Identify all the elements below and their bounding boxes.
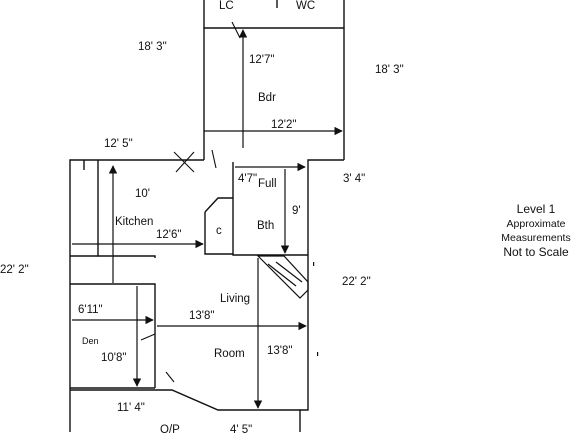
walls — [69, 0, 345, 432]
legend-measurements: Measurements — [501, 232, 571, 244]
label-full: Full — [258, 178, 277, 190]
dim-bottom-left: 11' 4" — [117, 402, 145, 414]
label-bth: Bth — [257, 220, 275, 232]
label-op: O/P — [160, 424, 180, 436]
dim-kitchen-depth: 10' — [135, 188, 150, 200]
dim-bdr-width: 12'2" — [271, 119, 297, 131]
label-room: Room — [214, 348, 245, 360]
dim-bottom-right: 4' 5" — [230, 424, 253, 436]
dim-bath-width: 4'7" — [238, 173, 258, 185]
label-wc: WC — [296, 0, 316, 12]
legend-level: Level 1 — [516, 202, 556, 216]
label-bdr: Bdr — [258, 92, 276, 104]
dim-upper-right: 3' 4" — [343, 173, 366, 185]
angled-fixture — [256, 255, 309, 299]
stray-dots — [313, 262, 319, 356]
dim-upper-left: 12' 5" — [104, 138, 133, 150]
dim-top-right: 18' 3" — [375, 64, 404, 76]
dim-bdr-depth: 12'7" — [249, 54, 275, 66]
dim-right-total: 22' 2" — [342, 276, 371, 288]
dim-bath-depth: 9' — [292, 205, 301, 217]
legend-not-to-scale: Not to Scale — [503, 245, 569, 259]
label-closet: c — [216, 225, 222, 237]
label-den: Den — [82, 336, 99, 346]
dim-left-total: 22' 2" — [0, 264, 29, 276]
legend-approximate: Approximate — [506, 218, 566, 230]
dimension-lines — [72, 29, 343, 409]
dim-living-depth: 13'8" — [267, 345, 293, 357]
door-marks — [140, 21, 241, 383]
dim-den-width: 6'11" — [78, 304, 103, 316]
label-lc: LC — [219, 0, 234, 12]
dim-kitchen-width: 12'6" — [156, 229, 182, 241]
plan-legend: Level 1 Approximate Measurements Not to … — [494, 202, 576, 260]
dim-den-depth: 10'8" — [101, 352, 127, 364]
dim-top-left: 18' 3" — [138, 41, 167, 53]
dim-living-width: 13'8" — [189, 310, 215, 322]
label-kitchen: Kitchen — [115, 216, 154, 228]
label-living: Living — [220, 293, 251, 305]
